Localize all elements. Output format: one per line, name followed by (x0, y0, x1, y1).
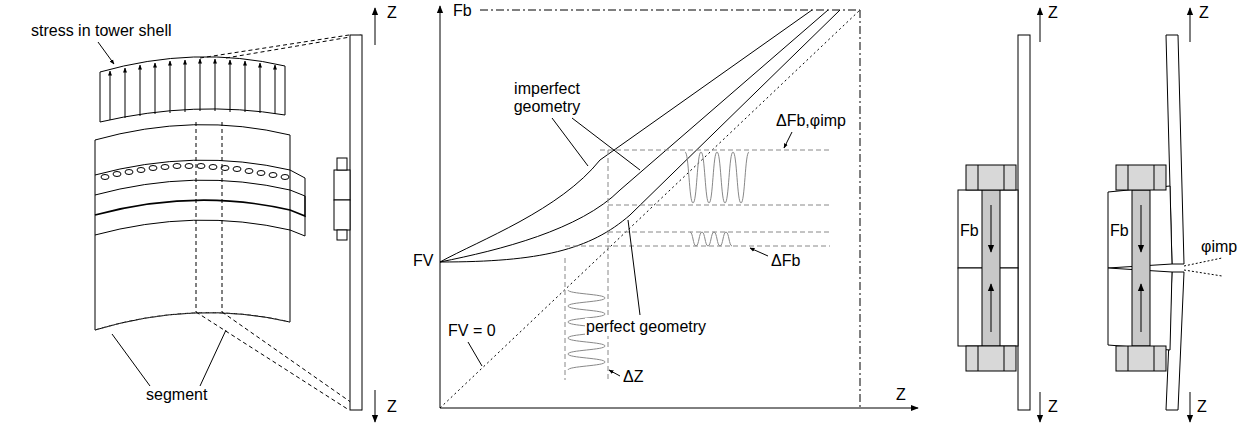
axis-name: Z (1196, 398, 1208, 416)
flange-block (334, 200, 350, 230)
fb-axis (440, 6, 441, 408)
cut-lines (196, 35, 362, 410)
joint-perfect (958, 8, 1040, 422)
force-arrow (1141, 284, 1142, 332)
leader-line (628, 220, 640, 315)
leader-line (750, 248, 768, 256)
axis-name: Z (895, 386, 907, 404)
shell-segment (95, 35, 362, 410)
z-arrow (1040, 8, 1041, 42)
force-arrow (991, 284, 992, 332)
leader-line (98, 42, 114, 64)
z-arrow (375, 390, 376, 422)
leader-line (609, 370, 620, 376)
force-arrow (1141, 205, 1142, 252)
axis-name: Z (1047, 4, 1059, 22)
z-arrow (1190, 392, 1191, 422)
hex-edge (1128, 346, 1129, 371)
joint-imperfect (1108, 8, 1222, 422)
hex-edge (1128, 165, 1129, 190)
shell-face (95, 125, 290, 330)
z-axis (440, 408, 918, 409)
bolt-nut (1116, 346, 1166, 371)
leader-line (552, 118, 588, 166)
force-arrow (991, 205, 992, 252)
leader-line (468, 342, 482, 366)
curve-label: FV = 0 (447, 322, 497, 340)
force-chart (440, 6, 918, 408)
hex-edge (1154, 165, 1155, 190)
limit-line (860, 10, 861, 408)
shell-bottom (95, 313, 290, 330)
z-arrow (1190, 8, 1191, 42)
bolt-head (1116, 165, 1166, 190)
force-label: Fb (1109, 222, 1130, 240)
leader-line (784, 132, 792, 148)
zero-preload-line (440, 10, 860, 408)
flange-edge (95, 216, 305, 236)
value-label: FV (412, 252, 434, 270)
bolt-head (966, 165, 1016, 190)
leader-line (200, 330, 226, 386)
stress-curve (100, 57, 285, 72)
strip-model (334, 8, 375, 422)
angle-line (1184, 258, 1222, 266)
bolt-head (337, 158, 347, 170)
force-label: Fb (959, 222, 980, 240)
hex-edge (978, 346, 979, 371)
hex-edge (1004, 165, 1005, 190)
axis-name: Z (1047, 398, 1059, 416)
leader-line (572, 118, 640, 170)
stress-arrows (110, 59, 275, 120)
part-name: segment (145, 386, 208, 404)
shell-plate (1018, 35, 1030, 410)
axis-name: Z (386, 4, 398, 22)
flange-top (95, 160, 305, 178)
bolt-shank (982, 190, 1000, 346)
stress-distribution (98, 42, 285, 122)
axis-name: Z (386, 398, 398, 416)
stress-edge (100, 72, 101, 122)
angle-label: φimp (1200, 238, 1238, 256)
curve-label: perfect geometry (585, 318, 707, 336)
bolt-nut (966, 346, 1016, 371)
z-arrow (1040, 392, 1041, 422)
bolt-shank (1132, 190, 1150, 346)
bolt-nut (337, 230, 347, 240)
range-label: ΔFb,φimp (775, 112, 847, 130)
curve-label: imperfect geometry (500, 80, 594, 116)
imperfect-curve (440, 10, 812, 262)
hex-edge (1154, 346, 1155, 371)
imperfect-curve (440, 10, 828, 262)
range-lines (565, 150, 830, 380)
bolt-row (101, 164, 289, 180)
flange-edge (95, 178, 305, 196)
oscillation (568, 152, 749, 370)
shell-strip (350, 35, 362, 410)
axis-name: Z (1198, 4, 1210, 22)
axis-name: Fb (452, 2, 473, 20)
perfect-curve (440, 10, 840, 262)
shell-bottom (95, 313, 290, 330)
z-arrow (375, 8, 376, 45)
range-label: ΔZ (622, 368, 644, 386)
hex-edge (978, 165, 979, 190)
leader-line (112, 334, 150, 386)
stress-edge (285, 66, 286, 115)
hex-edge (1004, 346, 1005, 371)
angle-line (1184, 270, 1222, 276)
flange-joint (95, 196, 305, 216)
flange-block (334, 170, 350, 200)
annotation: stress in tower shell (30, 22, 173, 40)
stress-base (100, 109, 285, 122)
range-label: ΔFb (770, 252, 801, 270)
limit-line (480, 10, 860, 11)
